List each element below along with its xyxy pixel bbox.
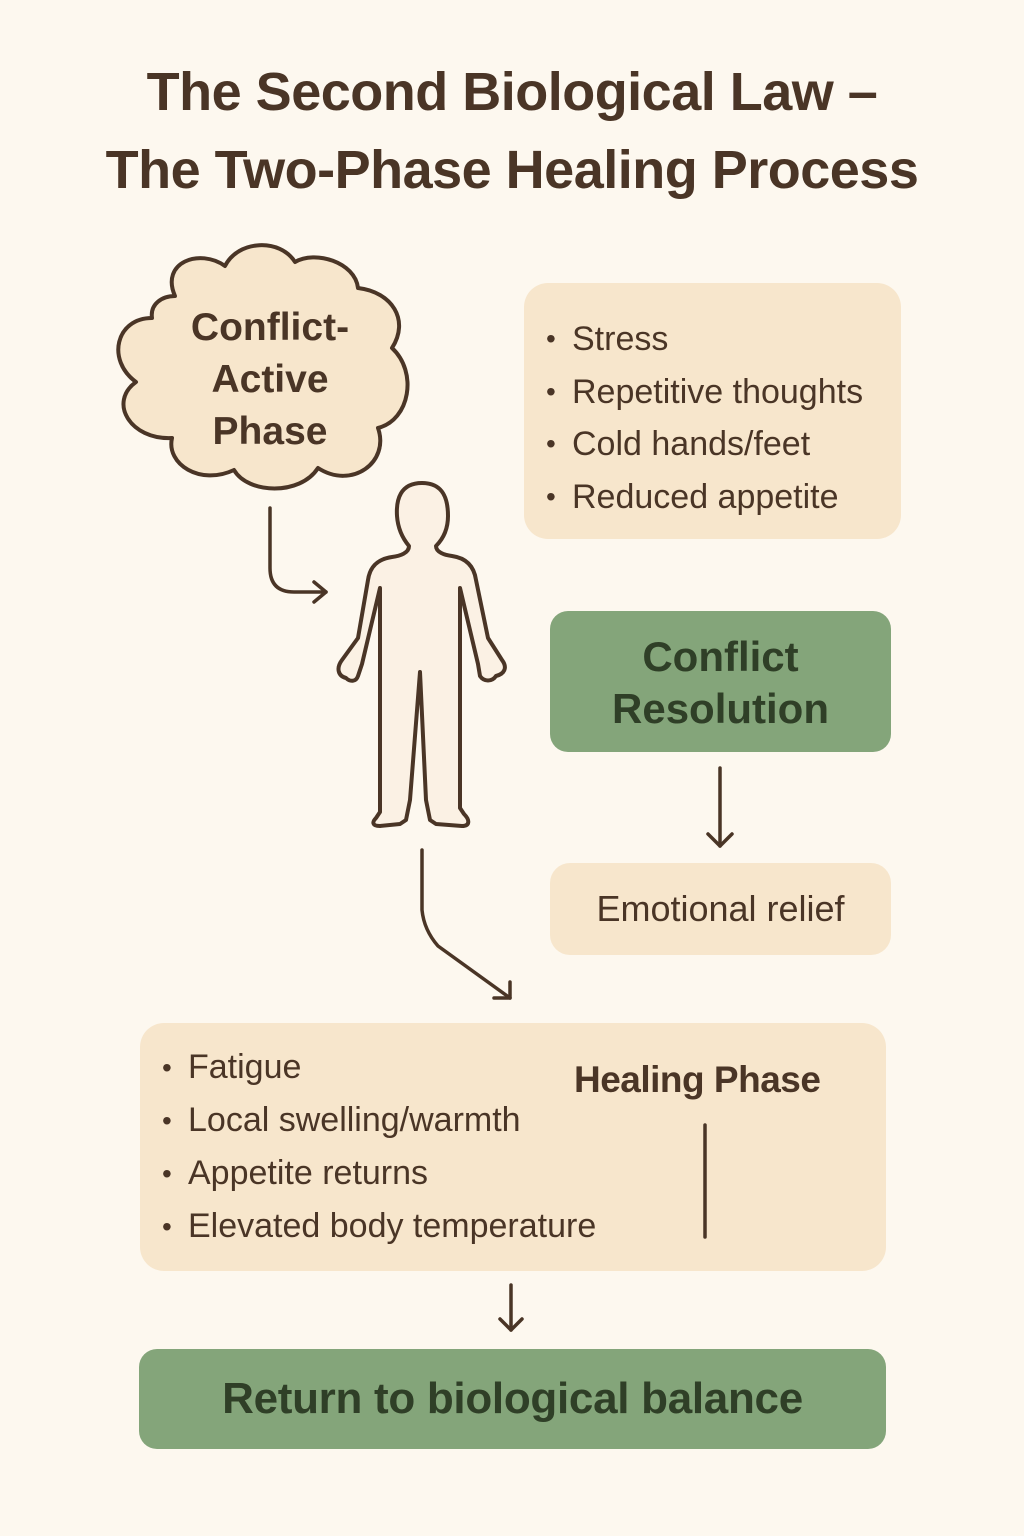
arrow-healing-to-balance xyxy=(498,1283,524,1332)
conflict-resolution-box: Conflict Resolution xyxy=(550,611,891,752)
healing-divider-line xyxy=(703,1123,707,1239)
active-symptoms-box: Stress Repetitive thoughts Cold hands/fe… xyxy=(524,283,901,539)
healing-phase-label: Healing Phase xyxy=(574,1059,821,1100)
list-item: Repetitive thoughts xyxy=(546,366,863,419)
list-item: Elevated body temperature xyxy=(162,1200,596,1253)
arrow-resolution-to-relief xyxy=(706,766,734,848)
biological-balance-box: Return to biological balance xyxy=(139,1349,886,1449)
list-item: Cold hands/feet xyxy=(546,418,863,471)
conflict-active-phase-label: Conflict- Active Phase xyxy=(150,302,390,458)
active-symptoms-list: Stress Repetitive thoughts Cold hands/fe… xyxy=(546,313,863,523)
arrow-cloud-to-figure xyxy=(268,506,328,604)
healing-symptoms-list: Fatigue Local swelling/warmth Appetite r… xyxy=(162,1041,596,1253)
conflict-active-line-1: Conflict- xyxy=(190,306,350,349)
conflict-resolution-line-1: Conflict xyxy=(642,633,799,680)
conflict-active-line-3: Phase xyxy=(212,410,328,453)
human-figure-icon xyxy=(336,481,507,828)
conflict-active-line-2: Active xyxy=(211,358,329,401)
list-item: Local swelling/warmth xyxy=(162,1094,596,1147)
list-item: Appetite returns xyxy=(162,1147,596,1200)
arrow-figure-to-healing xyxy=(420,848,512,1000)
title-line-2: The Two-Phase Healing Process xyxy=(105,140,919,200)
conflict-resolution-line-2: Resolution xyxy=(612,685,829,732)
list-item: Fatigue xyxy=(162,1041,596,1094)
list-item: Stress xyxy=(546,313,863,366)
title-line-1: The Second Biological Law – xyxy=(146,62,878,122)
emotional-relief-box: Emotional relief xyxy=(550,863,891,955)
list-item: Reduced appetite xyxy=(546,471,863,524)
cloud-icon xyxy=(116,243,410,491)
healing-phase-box: Fatigue Local swelling/warmth Appetite r… xyxy=(140,1023,886,1271)
